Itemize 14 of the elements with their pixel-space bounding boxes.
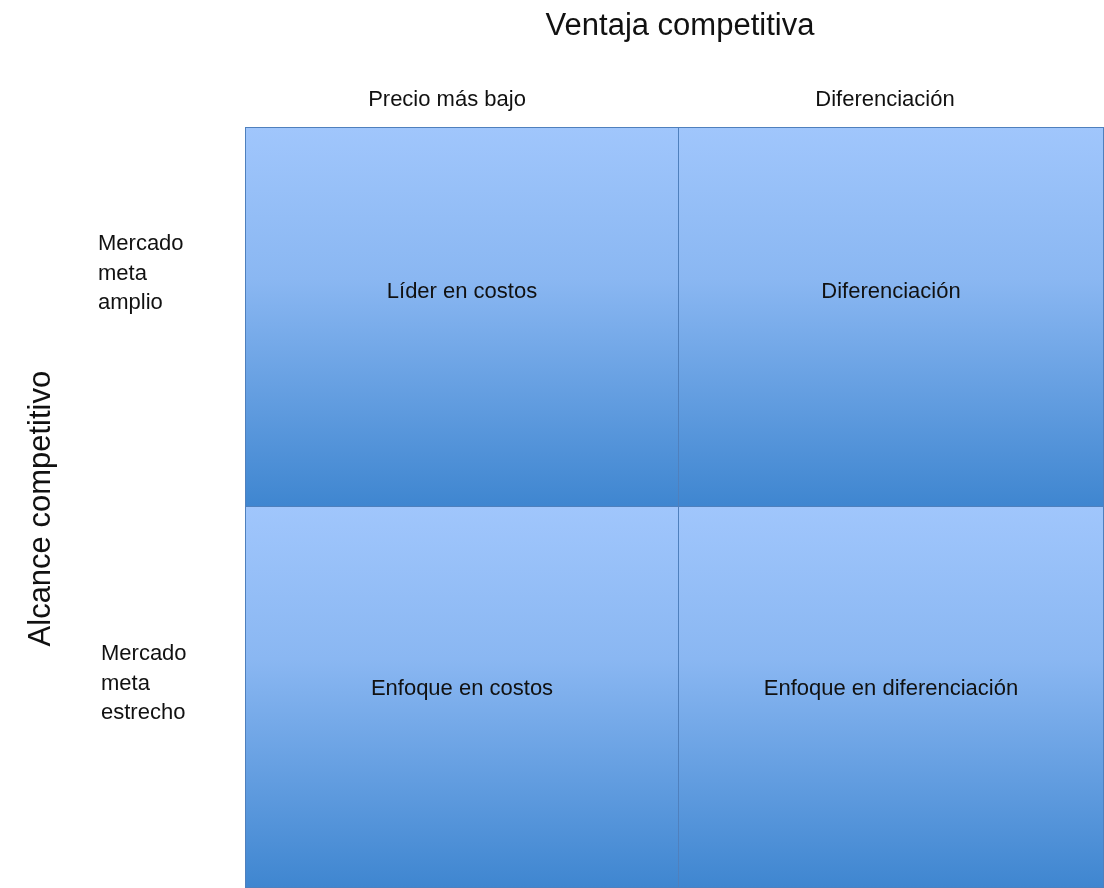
quadrant-box (245, 506, 679, 888)
row-header: Mercado meta amplio (98, 229, 185, 317)
axis-title: Ventaja competitiva (544, 6, 816, 44)
quadrant-label: Líder en costos (385, 278, 539, 304)
quadrant-label: Diferenciación (820, 278, 962, 304)
row-header: Mercado meta estrecho (101, 639, 188, 727)
quadrant-label: Enfoque en diferenciación (762, 675, 1020, 701)
column-header: Diferenciación (814, 86, 956, 113)
column-header: Precio más bajo (367, 86, 527, 113)
quadrant-box (678, 506, 1104, 888)
axis-title: Alcance competitivo (21, 369, 59, 649)
quadrant-box (678, 127, 1104, 507)
quadrant-label: Enfoque en costos (369, 675, 555, 701)
quadrant-box (245, 127, 679, 507)
